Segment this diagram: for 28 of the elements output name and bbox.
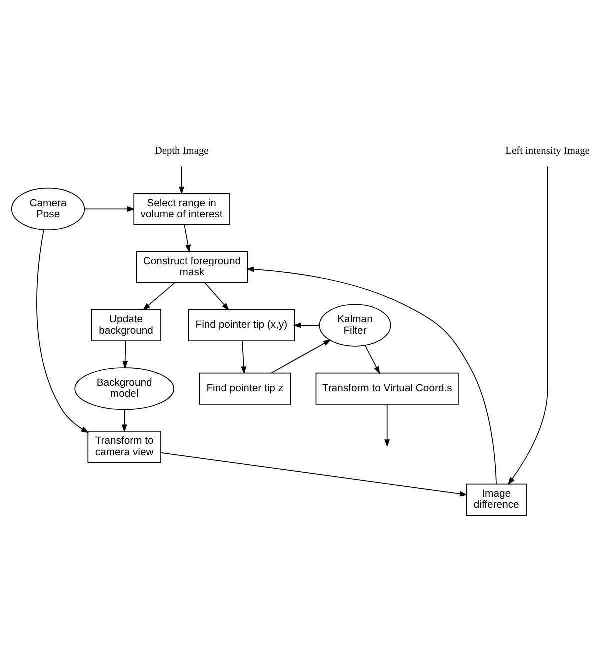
node-box: Select range in volume of interest <box>134 192 230 225</box>
arrow <box>508 166 548 485</box>
node-box: Construct foreground mask <box>136 250 248 283</box>
arrow <box>271 339 332 374</box>
arrow <box>84 206 136 212</box>
node-box: Update background <box>91 308 162 342</box>
node-text: Depth Image <box>154 145 209 156</box>
node-box: Image difference <box>466 483 527 516</box>
arrow <box>122 408 128 432</box>
arrow <box>384 404 390 447</box>
arrow <box>293 322 320 328</box>
node-ellipse: Camera Pose <box>11 187 86 230</box>
arrow <box>179 166 185 194</box>
arrow <box>204 282 230 310</box>
arrow <box>160 452 468 496</box>
arrow <box>122 340 128 369</box>
node-text: Left intensity Image <box>506 145 590 156</box>
node-box: Transform to camera view <box>88 430 162 463</box>
node-box: Find pointer tip (x,y) <box>188 308 295 342</box>
node-ellipse: Background model <box>74 367 174 410</box>
node-box: Find pointer tip z <box>199 372 292 404</box>
arrow <box>241 340 247 374</box>
node-box: Transform to Virtual Coord.s <box>316 372 459 404</box>
arrow <box>246 266 497 484</box>
arrow <box>142 282 176 310</box>
arrow <box>36 229 90 433</box>
arrow <box>184 224 191 252</box>
arrow <box>364 344 380 374</box>
